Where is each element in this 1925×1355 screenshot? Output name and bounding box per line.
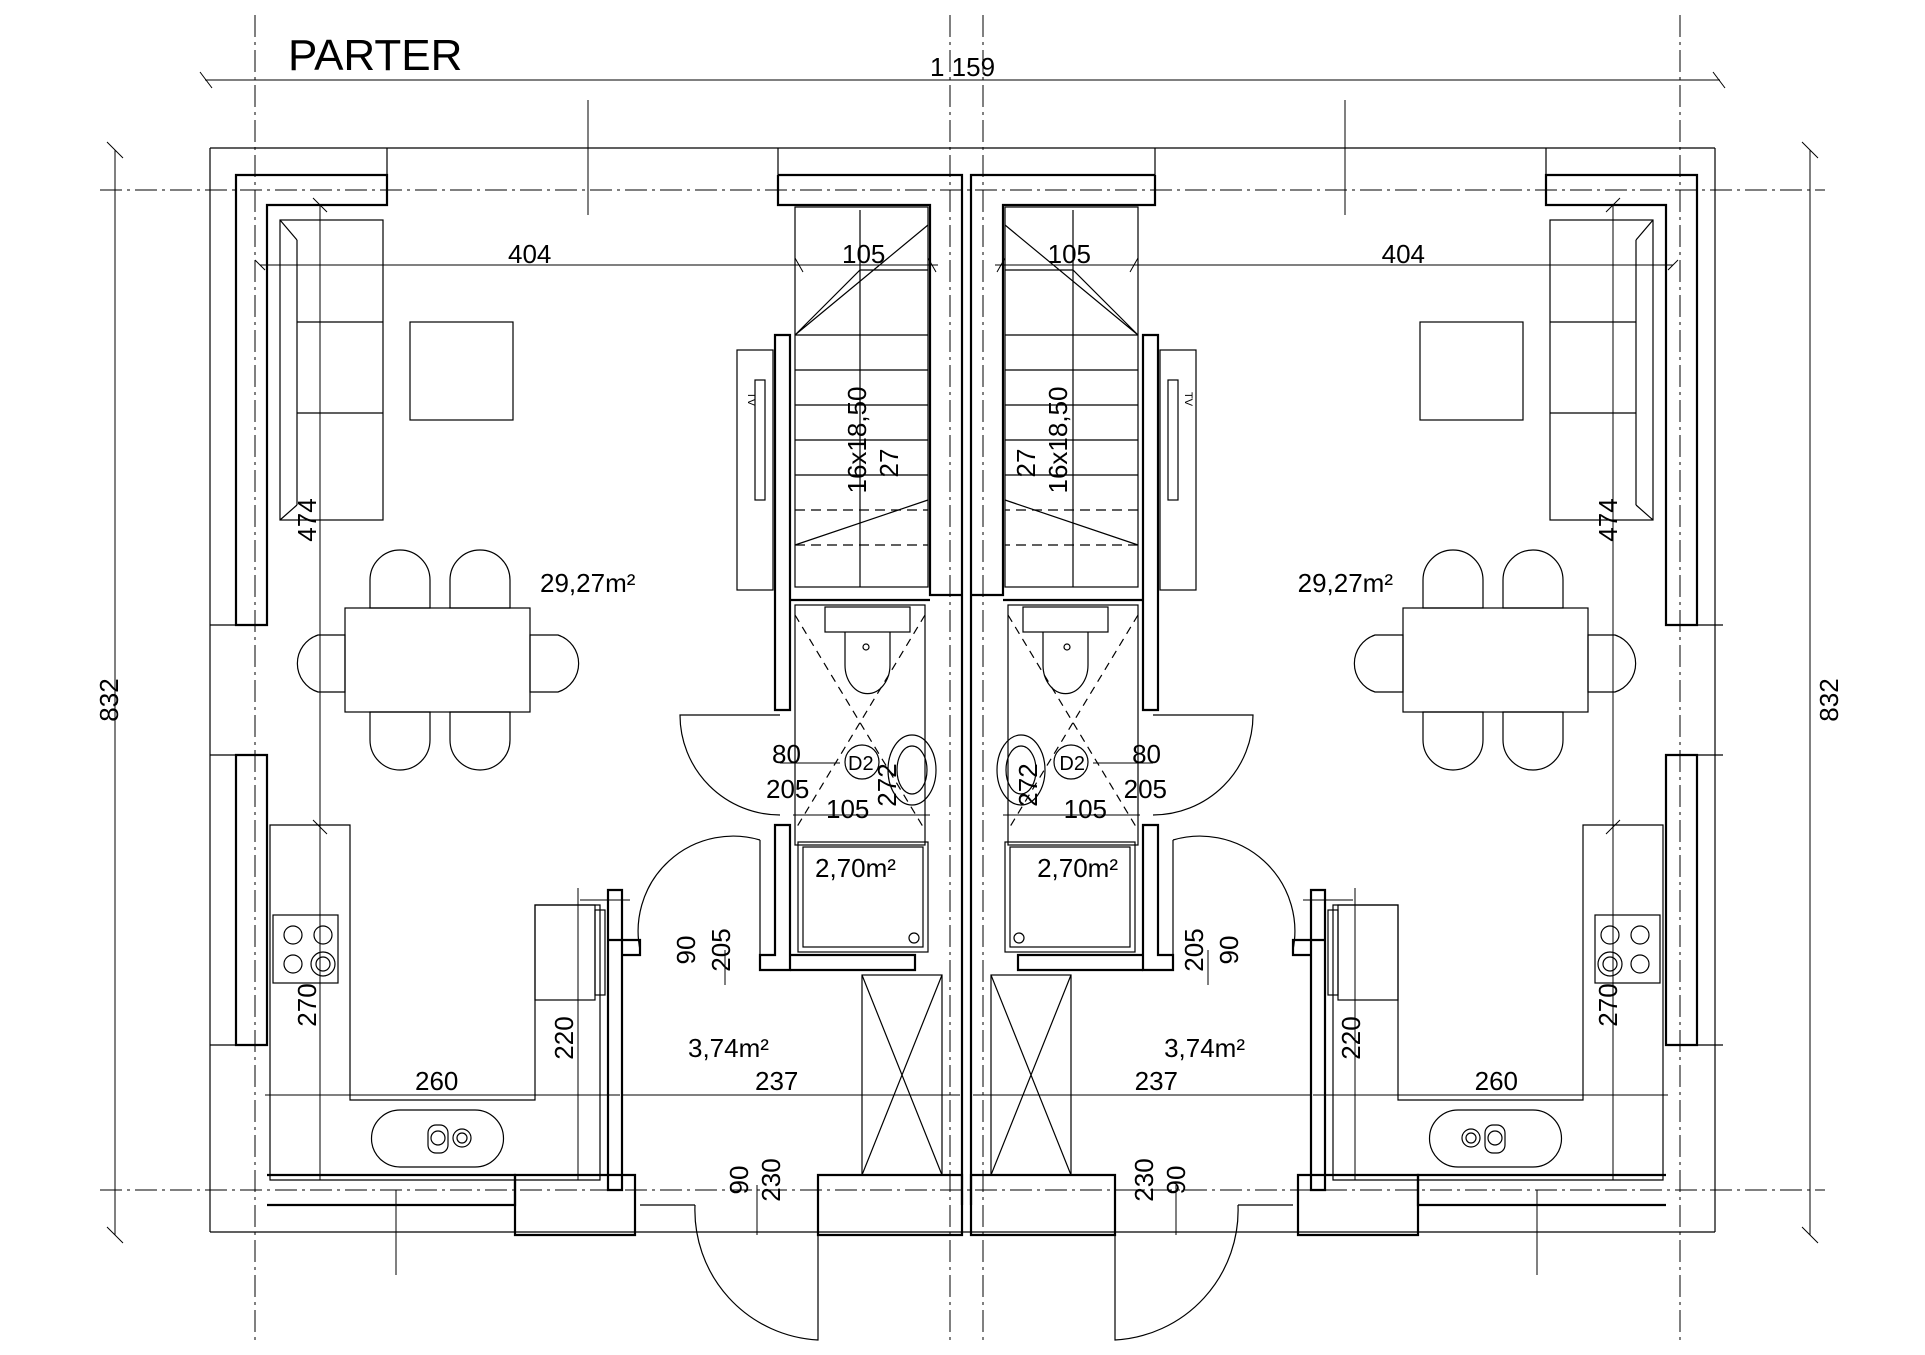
dim-living-width: 404	[508, 239, 551, 269]
dim-counter-right: 220	[1336, 1016, 1366, 1059]
door-bath-height: 205	[706, 928, 736, 971]
tv-label: TV	[745, 392, 757, 407]
door-d2-width-right: 80	[1132, 739, 1161, 769]
dim-bath-height-right: 272	[1013, 763, 1043, 806]
dim-kitchen-depth: 270	[292, 983, 322, 1026]
door-entry-height-right: 230	[1129, 1158, 1159, 1201]
dim-hall-width-right: 237	[1135, 1066, 1178, 1096]
door-d2-tag-right: D2	[1059, 753, 1085, 775]
dim-stair: 16x18,50	[842, 387, 872, 494]
door-entry-height: 230	[756, 1158, 786, 1201]
living-area: 29,27m²	[540, 568, 636, 598]
overall-width-label: 1 159	[930, 52, 995, 82]
bathroom	[637, 835, 929, 955]
door-d2-height-right: 205	[1124, 774, 1167, 804]
dim-living-width-right: 404	[1382, 239, 1425, 269]
dim-stair-width: 105	[842, 239, 885, 269]
tv-unit: TV	[736, 349, 774, 591]
door-bath-height-right: 205	[1179, 928, 1209, 971]
dining-set-right	[1353, 549, 1637, 771]
staircase	[794, 206, 929, 588]
dim-tread-right: 27	[1011, 449, 1041, 478]
dim-hall-width: 237	[755, 1066, 798, 1096]
hall-area-right: 3,74m²	[1164, 1033, 1245, 1063]
dim-stair-width-right: 105	[1048, 239, 1091, 269]
unit-right: TV D2	[969, 100, 1723, 1341]
entry-hall-right	[990, 974, 1293, 1341]
door-entry-width-right: 90	[1161, 1166, 1191, 1195]
dim-bath-height: 272	[872, 763, 902, 806]
kitchen-right	[1327, 824, 1664, 1181]
dim-kitchen-width: 260	[415, 1066, 458, 1096]
bath-area: 2,70m²	[815, 853, 896, 883]
tv-label-right: TV	[1182, 392, 1194, 407]
unit-left: TV D2	[210, 100, 964, 1341]
tv-unit-right: TV	[1159, 349, 1197, 591]
dim-tread: 27	[874, 449, 904, 478]
door-entry-width: 90	[724, 1166, 754, 1195]
dimension-lines	[254, 100, 960, 1275]
overall-depth-left: 832	[94, 678, 124, 721]
dim-bath-width: 105	[826, 794, 869, 824]
coffee-table	[409, 321, 514, 421]
hall-area: 3,74m²	[688, 1033, 769, 1063]
dim-counter: 220	[549, 1016, 579, 1059]
dim-living-depth-right: 474	[1593, 498, 1623, 541]
overall-depth-right: 832	[1814, 678, 1844, 721]
dim-kitchen-width-right: 260	[1475, 1066, 1518, 1096]
dim-stair-right: 16x18,50	[1043, 387, 1073, 494]
dining-set	[296, 549, 580, 771]
kitchen	[269, 824, 606, 1181]
door-d2-tag: D2	[848, 753, 874, 775]
dim-living-depth: 474	[292, 498, 322, 541]
door-d2-width: 80	[772, 739, 801, 769]
sofa	[279, 219, 384, 521]
plan-title: PARTER	[288, 31, 462, 80]
door-bath-width-right: 90	[1214, 936, 1244, 965]
staircase-right	[1004, 206, 1139, 588]
dim-kitchen-depth-right: 270	[1593, 983, 1623, 1026]
door-bath-width: 90	[671, 936, 701, 965]
coffee-table-right	[1419, 321, 1524, 421]
living-area-right: 29,27m²	[1298, 568, 1394, 598]
wc-room: D2	[679, 604, 937, 846]
sofa-right	[1549, 219, 1654, 521]
walls-right	[969, 148, 1723, 1237]
dim-bath-width-right: 105	[1064, 794, 1107, 824]
bath-area-right: 2,70m²	[1037, 853, 1118, 883]
bathroom-right	[1004, 835, 1296, 955]
door-d2-height: 205	[766, 774, 809, 804]
wc-room-right: D2	[996, 604, 1254, 846]
dimension-lines-right	[973, 100, 1679, 1275]
entry-hall	[640, 974, 943, 1341]
